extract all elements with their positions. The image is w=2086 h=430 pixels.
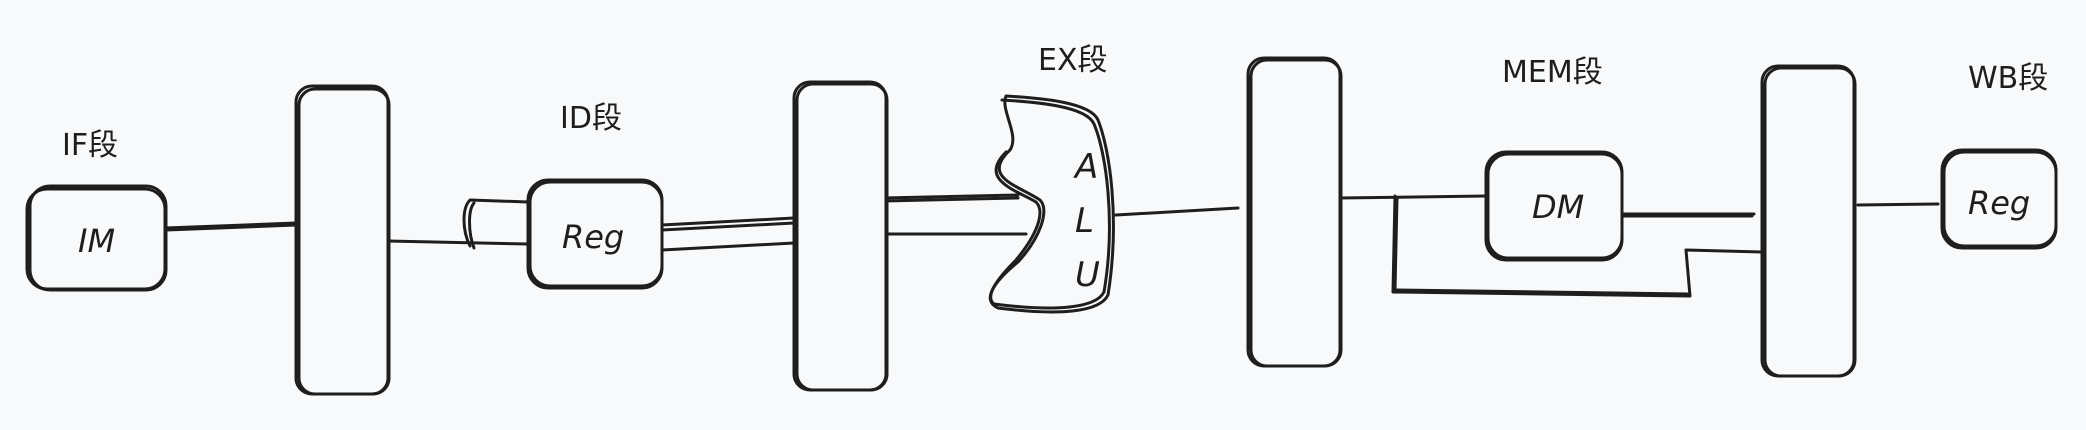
alu-letter-u: U [1075,255,1100,295]
im-label: IM [78,222,115,260]
id-reg-box [526,178,664,290]
id-reg-label: Reg [562,218,624,256]
wb-reg-label: Reg [1968,184,2030,222]
stage-label-if: IF段 [62,128,118,163]
line-reg-loop [462,198,530,248]
if-id-pipeline-register [294,84,391,396]
alu-unit [988,94,1115,314]
alu-letter-l: L [1075,201,1094,241]
stage-label-mem: MEM段 [1502,55,1603,90]
dm-label: DM [1532,188,1584,226]
line-ifid-to-reg [386,239,530,246]
line-reg-to-idex-2 [660,241,796,252]
line-exmem-bypass [1391,194,1764,298]
line-memwb-to-reg [1856,202,1940,207]
ex-mem-pipeline-register [1246,56,1343,368]
stage-label-wb: WB段 [1968,61,2048,96]
connection-lines [164,193,1940,298]
stage-label-id: ID段 [560,101,622,136]
im-box [25,184,168,292]
line-im-to-ifid [164,223,298,232]
dm-box [1484,150,1624,262]
wb-reg-box [1940,148,2058,250]
stage-label-ex: EX段 [1038,43,1108,78]
id-ex-pipeline-register [792,80,889,392]
line-reg-to-idex-1 [660,216,796,227]
mem-wb-pipeline-register [1760,64,1857,378]
line-exmem-to-dm [1338,194,1488,200]
alu-letter-a: A [1073,147,1098,187]
line-alu-to-exmem [1114,206,1240,217]
line-idex-to-alu-1 [884,193,1020,200]
